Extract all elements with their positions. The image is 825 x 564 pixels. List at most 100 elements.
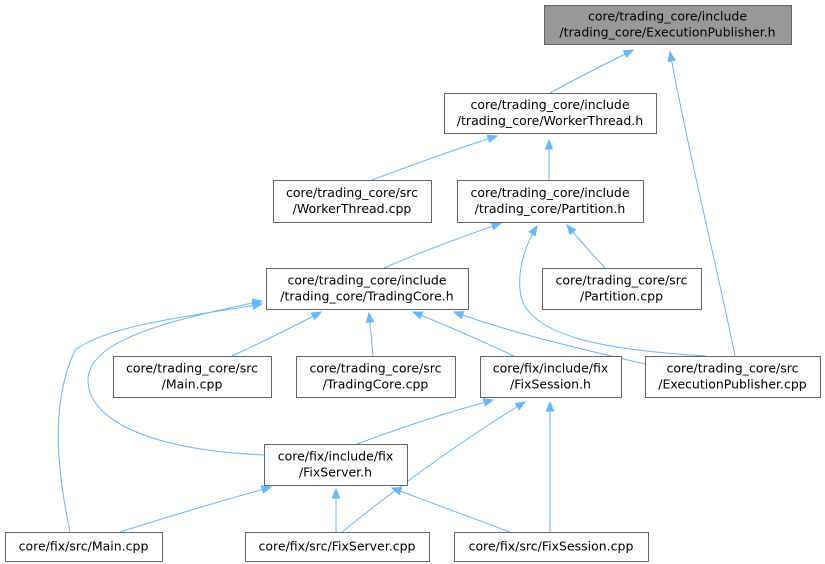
node-box bbox=[544, 5, 792, 45]
node-fixsession-h[interactable]: core/fix/include/fix/FixSession.h bbox=[480, 356, 622, 398]
edge-line bbox=[519, 225, 707, 357]
nodes-layer: core/trading_core/include/trading_core/E… bbox=[5, 5, 821, 562]
edge-fixserver_h-to-fixsession_h bbox=[356, 398, 495, 445]
node-label-line: core/fix/src/FixServer.cpp bbox=[259, 539, 416, 554]
node-fix-main-cpp[interactable]: core/fix/src/Main.cpp bbox=[5, 532, 163, 562]
node-label-line: core/trading_core/include bbox=[470, 97, 629, 112]
node-box bbox=[457, 180, 644, 223]
node-label-line: /trading_core/WorkerThread.h bbox=[457, 113, 643, 128]
node-main-cpp[interactable]: core/trading_core/src/Main.cpp bbox=[113, 356, 272, 398]
node-label-line: /Partition.cpp bbox=[580, 289, 663, 304]
arrowhead bbox=[251, 301, 264, 310]
edge-line bbox=[383, 222, 502, 269]
node-label-line: /TradingCore.cpp bbox=[323, 377, 429, 392]
node-label-line: core/trading_core/include bbox=[470, 185, 629, 200]
node-exec-pub-h[interactable]: core/trading_core/include/trading_core/E… bbox=[544, 5, 792, 45]
edge-worker_h-to-exec_pub_h bbox=[549, 49, 635, 94]
node-box bbox=[245, 532, 430, 562]
edge-tradingcore_cpp-to-tradingcore_h bbox=[365, 311, 375, 357]
edge-tradingcore_h-to-partition_h bbox=[383, 222, 503, 269]
arrowhead bbox=[490, 222, 503, 231]
edge-line bbox=[87, 300, 265, 456]
arrowhead bbox=[411, 311, 424, 320]
edge-main_cpp-to-tradingcore_h bbox=[231, 311, 323, 357]
arrowhead bbox=[622, 49, 635, 59]
node-box bbox=[296, 356, 456, 398]
edge-line bbox=[341, 401, 526, 533]
node-box bbox=[542, 268, 702, 310]
node-box bbox=[266, 268, 469, 310]
edge-line bbox=[391, 487, 511, 533]
arrowhead bbox=[544, 138, 554, 150]
arrowhead bbox=[331, 487, 341, 499]
arrowhead bbox=[365, 311, 375, 323]
node-label-line: core/fix/include/fix bbox=[493, 361, 609, 376]
node-box bbox=[264, 444, 408, 486]
node-label-line: core/trading_core/src bbox=[555, 273, 687, 288]
node-label-line: core/fix/src/Main.cpp bbox=[19, 539, 149, 554]
edge-worker_cpp-to-worker_h bbox=[371, 134, 499, 181]
arrowhead bbox=[482, 398, 495, 407]
node-tradingcore-cpp[interactable]: core/trading_core/src/TradingCore.cpp bbox=[296, 356, 456, 398]
node-box bbox=[454, 532, 649, 562]
node-label-line: core/trading_core/src bbox=[126, 361, 258, 376]
edge-exec_pub_cpp-to-partition_h bbox=[519, 224, 707, 357]
edge-fix_main_cpp-to-tradingcore_h bbox=[57, 301, 264, 533]
edge-partition_cpp-to-partition_h bbox=[566, 223, 606, 269]
node-fixserver-h[interactable]: core/fix/include/fix/FixServer.h bbox=[264, 444, 408, 486]
node-label-line: /FixSession.h bbox=[510, 377, 591, 392]
node-worker-h[interactable]: core/trading_core/include/trading_core/W… bbox=[444, 93, 657, 134]
edge-fixsession_cpp-to-fixserver_h bbox=[390, 487, 511, 533]
node-label-line: core/trading_core/include bbox=[588, 9, 747, 24]
arrowhead bbox=[390, 487, 403, 496]
arrowhead bbox=[452, 311, 465, 320]
edge-exec_pub_cpp-to-exec_pub_h bbox=[667, 50, 736, 357]
edge-line bbox=[356, 399, 494, 445]
node-fixsession-cpp[interactable]: core/fix/src/FixSession.cpp bbox=[454, 532, 649, 562]
edge-fixsession_h-to-tradingcore_h bbox=[411, 311, 515, 357]
arrowhead bbox=[667, 50, 676, 63]
edges-layer bbox=[57, 49, 736, 533]
edge-exec_pub_cpp-to-tradingcore_h bbox=[452, 311, 654, 367]
arrowhead bbox=[260, 485, 273, 494]
node-label-line: /FixServer.h bbox=[299, 465, 372, 480]
node-label-line: /trading_core/ExecutionPublisher.h bbox=[559, 25, 775, 40]
arrowhead bbox=[545, 400, 555, 412]
arrowhead bbox=[486, 134, 499, 143]
node-fixserver-cpp[interactable]: core/fix/src/FixServer.cpp bbox=[245, 532, 430, 562]
node-box bbox=[273, 180, 432, 223]
edge-line bbox=[669, 51, 736, 357]
node-label-line: core/trading_core/src bbox=[286, 185, 418, 200]
edge-line bbox=[119, 486, 272, 533]
arrowhead bbox=[566, 223, 577, 236]
node-box bbox=[444, 93, 657, 134]
node-box bbox=[5, 532, 163, 562]
edge-line bbox=[371, 135, 498, 181]
node-box bbox=[480, 356, 622, 398]
node-label-line: /Main.cpp bbox=[162, 377, 223, 392]
node-tradingcore-h[interactable]: core/trading_core/include/trading_core/T… bbox=[266, 268, 469, 310]
node-partition-h[interactable]: core/trading_core/include/trading_core/P… bbox=[457, 180, 644, 223]
node-label-line: /trading_core/Partition.h bbox=[475, 201, 626, 216]
edge-line bbox=[549, 49, 634, 94]
edge-line bbox=[412, 311, 515, 357]
node-box bbox=[645, 356, 821, 398]
arrowhead bbox=[528, 224, 538, 237]
node-partition-cpp[interactable]: core/trading_core/src/Partition.cpp bbox=[542, 268, 702, 310]
node-label-line: core/fix/src/FixSession.cpp bbox=[469, 539, 634, 554]
node-worker-cpp[interactable]: core/trading_core/src/WorkerThread.cpp bbox=[273, 180, 432, 223]
arrowhead bbox=[310, 311, 323, 321]
edge-fixsession_cpp-to-fixsession_h bbox=[545, 400, 555, 533]
node-label-line: /ExecutionPublisher.cpp bbox=[658, 377, 807, 392]
edge-line bbox=[231, 311, 322, 357]
node-label-line: core/trading_core/src bbox=[666, 361, 798, 376]
edge-line bbox=[453, 311, 654, 367]
edge-line bbox=[57, 303, 263, 533]
node-label-line: core/trading_core/src bbox=[309, 361, 441, 376]
node-exec-pub-cpp[interactable]: core/trading_core/src/ExecutionPublisher… bbox=[645, 356, 821, 398]
node-label-line: core/trading_core/include bbox=[287, 273, 446, 288]
edge-partition_h-to-worker_h bbox=[544, 138, 554, 180]
edge-fixserver_cpp-to-fixserver_h bbox=[331, 487, 341, 532]
node-box bbox=[113, 356, 272, 398]
